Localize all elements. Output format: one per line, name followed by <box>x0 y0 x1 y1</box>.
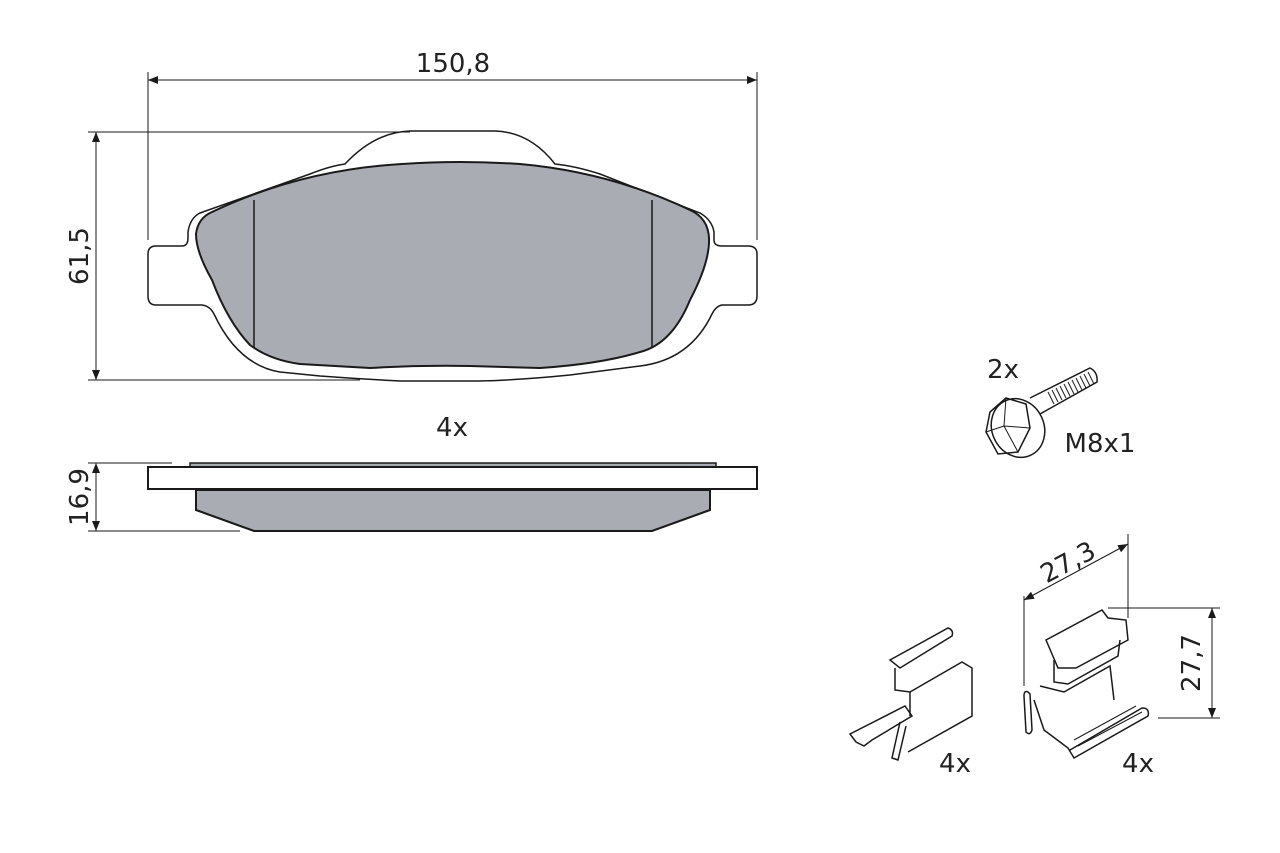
clip-right-body <box>1039 664 1115 701</box>
clip-right-bottom-rail <box>1033 699 1150 760</box>
clip-left-top-rail <box>888 627 954 669</box>
bolt-shank <box>1029 367 1098 415</box>
clip-left-body <box>894 661 973 753</box>
bolt-hex-edges <box>985 397 1031 453</box>
friction-material-side <box>195 489 711 532</box>
clip-height-label: 27,7 <box>1177 634 1207 692</box>
clip-right-tab <box>1023 690 1033 735</box>
clip-right: 27,3 27,7 4x <box>1023 534 1220 779</box>
clip-left-spring <box>891 721 907 761</box>
clip-right-head <box>1053 639 1121 685</box>
backing-plate-side <box>147 466 758 490</box>
clip-left: 4x <box>848 627 973 779</box>
height-label: 61,5 <box>65 227 95 285</box>
clip-left-bottom-rail <box>848 705 914 747</box>
clip-right-rail-lines <box>1073 705 1143 747</box>
clip-right-top <box>1045 609 1129 669</box>
thickness-label: 16,9 <box>65 468 95 526</box>
clip-left-quantity-label: 4x <box>939 749 971 779</box>
pad-quantity-label: 4x <box>436 413 468 443</box>
width-label: 150,8 <box>416 49 490 79</box>
bolt-quantity-label: 2x <box>987 355 1019 385</box>
pad-front-view: 150,8 61,5 4x <box>65 49 758 443</box>
bolt-hex-head <box>985 397 1031 455</box>
friction-material <box>194 161 711 370</box>
clip-right-quantity-label: 4x <box>1122 749 1154 779</box>
backing-plate-outline <box>147 130 758 382</box>
pad-side-view: 16,9 <box>65 462 758 532</box>
bolt-thread-label: M8x1 <box>1065 429 1136 459</box>
clip-width-label: 27,3 <box>1036 536 1101 590</box>
clip-width-dimension-line <box>1023 543 1129 601</box>
bolt: 2x M8x1 <box>985 355 1136 459</box>
